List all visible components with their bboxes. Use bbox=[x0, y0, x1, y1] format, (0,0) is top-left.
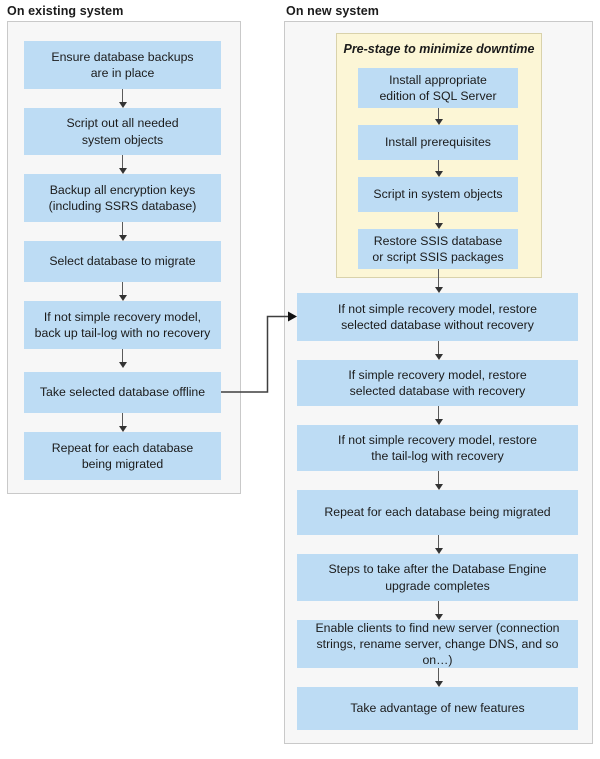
step-line-1: Script in system objects bbox=[373, 187, 503, 202]
step-line-2: are in place bbox=[90, 66, 155, 80]
step-line-1: Backup all encryption keys bbox=[49, 182, 196, 197]
step-line-1: Restore SSIS database bbox=[373, 233, 503, 248]
step-post-upgrade-steps[interactable]: Steps to take after the Database Engine … bbox=[297, 554, 578, 601]
step-line-2: strings, rename server, change DNS, and … bbox=[316, 636, 559, 668]
step-line-2: being migrated bbox=[81, 457, 164, 471]
step-line-1: Repeat for each database bbox=[51, 440, 194, 455]
column-heading-existing-system: On existing system bbox=[7, 4, 124, 18]
step-restore-db-with-recovery[interactable]: If simple recovery model, restore select… bbox=[297, 360, 578, 406]
step-line-1: If simple recovery model, restore bbox=[348, 367, 527, 382]
column-heading-new-system: On new system bbox=[286, 4, 379, 18]
step-line-1: If not simple recovery model, restore bbox=[338, 301, 537, 316]
step-install-prerequisites[interactable]: Install prerequisites bbox=[358, 125, 518, 160]
step-restore-tail-log-with-recovery[interactable]: If not simple recovery model, restore th… bbox=[297, 425, 578, 471]
step-line-2: upgrade completes bbox=[385, 578, 490, 593]
step-line-1: Repeat for each database being migrated bbox=[324, 505, 551, 520]
step-script-in-system-objects[interactable]: Script in system objects bbox=[358, 177, 518, 212]
step-enable-clients-find-new-server[interactable]: Enable clients to find new server (conne… bbox=[297, 620, 578, 668]
step-line-1: Select database to migrate bbox=[49, 254, 196, 269]
step-line-1: Install appropriate bbox=[389, 72, 487, 87]
step-line-2: (including SSRS database) bbox=[48, 199, 197, 213]
step-line-1: Steps to take after the Database Engine bbox=[328, 562, 547, 577]
step-line-1: Take advantage of new features bbox=[350, 701, 525, 716]
step-line-2: or script SSIS packages bbox=[372, 250, 504, 264]
step-line-2: back up tail-log with no recovery bbox=[34, 326, 211, 340]
step-line-1: Enable clients to find new server (conne… bbox=[315, 620, 560, 635]
step-line-1: Script out all needed bbox=[66, 116, 179, 131]
step-install-sql-server-edition[interactable]: Install appropriate edition of SQL Serve… bbox=[358, 68, 518, 108]
step-line-1: If not simple recovery model, bbox=[43, 309, 202, 324]
step-take-database-offline[interactable]: Take selected database offline bbox=[24, 372, 221, 413]
step-restore-db-without-recovery[interactable]: If not simple recovery model, restore se… bbox=[297, 293, 578, 341]
prestage-group-title: Pre-stage to minimize downtime bbox=[343, 42, 535, 56]
step-line-1: If not simple recovery model, restore bbox=[338, 432, 537, 447]
step-line-1: Install prerequisites bbox=[385, 135, 491, 150]
step-backup-encryption-keys[interactable]: Backup all encryption keys (including SS… bbox=[24, 174, 221, 222]
step-ensure-database-backups[interactable]: Ensure database backups are in place bbox=[24, 41, 221, 89]
step-line-2: edition of SQL Server bbox=[379, 89, 497, 103]
step-script-out-system-objects[interactable]: Script out all needed system objects bbox=[24, 108, 221, 155]
step-line-2: selected database with recovery bbox=[349, 384, 526, 398]
step-line-2: the tail-log with recovery bbox=[371, 449, 504, 463]
step-restore-ssis-database[interactable]: Restore SSIS database or script SSIS pac… bbox=[358, 229, 518, 269]
step-line-2: system objects bbox=[81, 132, 164, 147]
step-select-database-to-migrate[interactable]: Select database to migrate bbox=[24, 241, 221, 282]
step-repeat-for-each-database-existing[interactable]: Repeat for each database being migrated bbox=[24, 432, 221, 480]
step-line-1: Ensure database backups bbox=[51, 49, 194, 64]
step-take-advantage-of-new-features[interactable]: Take advantage of new features bbox=[297, 687, 578, 730]
step-line-1: Take selected database offline bbox=[39, 385, 206, 400]
step-repeat-for-each-database-new[interactable]: Repeat for each database being migrated bbox=[297, 490, 578, 535]
step-line-2: selected database without recovery bbox=[341, 318, 534, 332]
step-backup-tail-log-no-recovery[interactable]: If not simple recovery model, back up ta… bbox=[24, 301, 221, 349]
